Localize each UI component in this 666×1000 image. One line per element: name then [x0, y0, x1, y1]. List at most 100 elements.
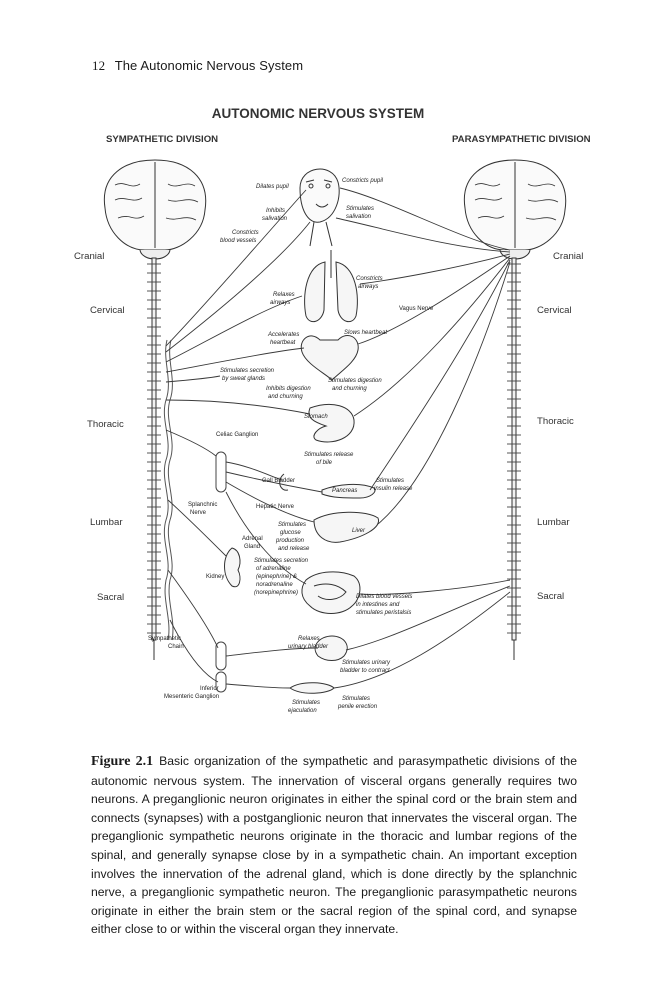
ans-diagram: AUTONOMIC NERVOUS SYSTEM SYMPATHETIC DIV… — [74, 106, 591, 714]
nerve-fiber — [225, 481, 315, 523]
stomach — [308, 404, 355, 443]
right-vertebrae-ticks — [507, 263, 521, 634]
label-constricts-vessels: Constricts — [232, 230, 259, 236]
label-inhibits-digestion-2: and churning — [268, 394, 303, 400]
head-and-face — [299, 168, 340, 247]
label-constricts-pupil: Constricts pupil — [342, 178, 384, 184]
figure-title: AUTONOMIC NERVOUS SYSTEM — [212, 106, 425, 121]
ans-figure: AUTONOMIC NERVOUS SYSTEM SYMPATHETIC DIV… — [70, 100, 600, 730]
label-sweat-glands: Stimulates secretion — [220, 368, 275, 374]
nerve-fiber — [357, 255, 511, 345]
label-inhibits-salivation: Inhibits — [266, 208, 285, 214]
nerve-fiber — [165, 399, 311, 415]
nerve-fiber — [377, 261, 511, 525]
label-ejaculation-2: ejaculation — [288, 708, 317, 714]
nerve-fiber — [165, 347, 305, 373]
nerve-fiber — [167, 499, 227, 557]
nerve-fiber — [165, 189, 307, 347]
region-left-thoracic: Thoracic — [87, 419, 124, 430]
nerve-fiber — [225, 491, 307, 585]
nerve-fiber — [333, 591, 511, 689]
nerve-fiber — [165, 375, 221, 383]
left-division-label: SYMPATHETIC DIVISION — [106, 134, 218, 145]
label-constricts-airways-2: airways — [358, 284, 378, 290]
region-right-cervical: Cervical — [537, 305, 572, 316]
caption-text: Basic organization of the sympathetic an… — [91, 754, 577, 937]
label-glucose-3: production — [275, 538, 305, 544]
label-dilates-pupil: Dilates pupil — [256, 184, 289, 190]
label-liver: Liver — [352, 528, 366, 534]
liver — [313, 511, 379, 543]
page-number: 12 — [92, 58, 106, 73]
nerve-fiber — [225, 647, 319, 657]
nerve-fiber — [169, 619, 219, 683]
label-bile-2: of bile — [316, 460, 333, 466]
region-left-lumbar: Lumbar — [90, 517, 123, 528]
label-glucose-4: and release — [278, 546, 310, 552]
label-slows-heartbeat: Slows heartbeat — [344, 330, 387, 336]
region-left-sacral: Sacral — [97, 592, 124, 603]
label-inferior: Inferior — [200, 686, 219, 692]
nerve-fiber — [165, 221, 311, 353]
label-erection: Stimulates — [342, 696, 370, 702]
label-accelerates-heartbeat-2: heartbeat — [270, 340, 296, 346]
label-constricts-airways: Constricts — [356, 276, 383, 282]
label-inhibits-salivation-2: salivation — [262, 216, 288, 222]
label-hepatic-nerve: Hepatic Nerve — [256, 504, 295, 510]
label-inferior-2: Mesenteric Ganglion — [164, 694, 219, 700]
label-splanchnic-2: Nerve — [190, 510, 207, 516]
label-accelerates-heartbeat: Accelerates — [267, 332, 299, 338]
label-relaxes-bladder: Relaxes — [298, 636, 320, 642]
label-relaxes-airways: Relaxes — [273, 292, 295, 298]
label-insulin: Stimulates — [376, 478, 404, 484]
label-erection-2: penile erection — [337, 704, 378, 710]
genitals — [289, 682, 335, 694]
label-kidney: Kidney — [206, 574, 224, 580]
label-stimulates-salivation-2: salivation — [346, 214, 372, 220]
left-brain — [103, 159, 207, 260]
region-right-cranial: Cranial — [553, 251, 583, 262]
label-constricts-vessels-2: blood vessels — [220, 238, 256, 244]
lungs — [304, 250, 358, 323]
nerve-fiber — [339, 187, 511, 251]
label-vagus-nerve: Vagus Nerve — [399, 306, 434, 312]
region-right-sacral: Sacral — [537, 591, 564, 602]
right-division-label: PARASYMPATHETIC DIVISION — [452, 134, 591, 145]
label-stimulates-salivation: Stimulates — [346, 206, 374, 212]
label-dilates-vessels-2: in intestines and — [356, 602, 400, 608]
sympathetic-chain — [163, 339, 174, 641]
label-insulin-2: insulin release — [374, 486, 413, 492]
nerve-fiber — [359, 253, 511, 285]
region-left-cervical: Cervical — [90, 305, 125, 316]
label-inhibits-digestion: Inhibits digestion — [266, 386, 311, 392]
organ-labels: Dilates pupil Constricts pupil Inhibits … — [148, 178, 434, 714]
right-spinal-cord — [511, 257, 517, 660]
nerve-fiber — [165, 429, 217, 457]
nerve-fiber — [345, 585, 511, 651]
running-head: 12 The Autonomic Nervous System — [92, 58, 303, 74]
gall-bladder-and-pancreas — [279, 473, 376, 499]
left-vertebrae-ticks — [147, 263, 161, 634]
label-stomach: Stomach — [304, 414, 328, 420]
heart — [300, 335, 359, 381]
nerve-fiber — [165, 295, 303, 363]
label-adrenaline: Stimulates secretion — [254, 558, 309, 564]
label-splanchnic: Splanchnic — [188, 502, 217, 508]
nerve-fiber — [225, 683, 291, 689]
label-relaxes-bladder-2: urinary bladder — [288, 644, 329, 650]
right-brain — [463, 159, 567, 260]
label-adrenaline-3: (epinephrine) & — [256, 574, 297, 580]
region-right-lumbar: Lumbar — [537, 517, 570, 528]
nerve-fiber — [353, 257, 511, 417]
region-left-cranial: Cranial — [74, 251, 104, 262]
label-contract-bladder-2: bladder to contract — [340, 668, 390, 674]
label-sympathetic-chain-2: Chain — [168, 644, 184, 650]
label-adrenaline-5: (norepinephrine) — [254, 590, 298, 596]
nerve-paths — [165, 187, 511, 689]
label-adrenaline-4: noradrenaline — [256, 582, 293, 588]
kidney-adrenal — [224, 547, 241, 588]
label-sympathetic-chain: Sympathetic — [148, 636, 181, 642]
chapter-title: The Autonomic Nervous System — [114, 58, 304, 73]
nerve-fiber — [359, 579, 511, 595]
